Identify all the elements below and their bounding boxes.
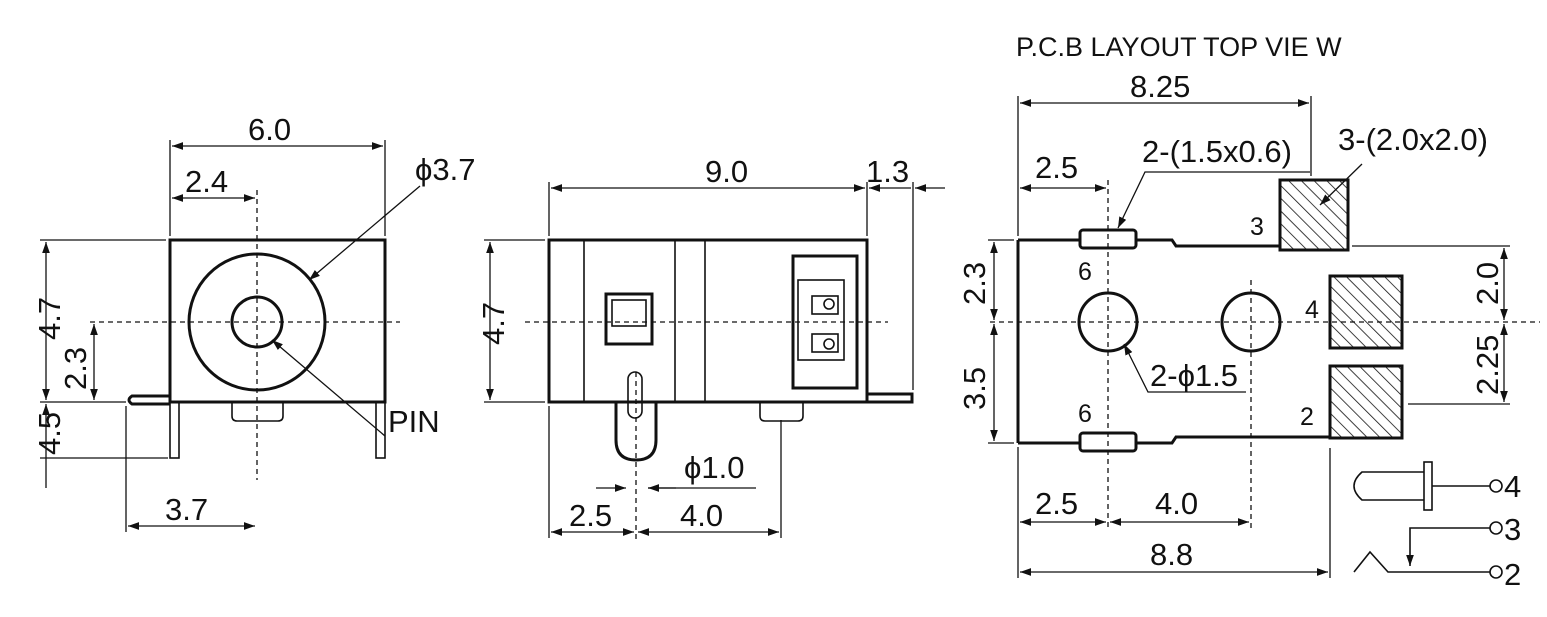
pad-pitch-upper-label: 2.0 — [1470, 262, 1505, 305]
square-pad-2 — [1328, 364, 1404, 440]
pin-2-label: 2 — [1300, 403, 1314, 431]
side-height-label: 4.7 — [476, 302, 511, 345]
pad-pitch-lower-label: 2.25 — [1470, 335, 1505, 395]
hole-diameter-label: 2-ϕ1.5 — [1150, 358, 1238, 393]
pcb-outline — [1016, 238, 1342, 445]
pin-4-label: 4 — [1305, 296, 1319, 324]
square-pad-4 — [1328, 274, 1404, 350]
front-width-label: 6.0 — [248, 112, 291, 147]
front-center-offset-label: 2.4 — [185, 164, 228, 199]
front-center-height-label: 2.3 — [58, 347, 93, 390]
pin-label: PIN — [388, 404, 440, 439]
hole-spacing-label: 4.0 — [1155, 486, 1198, 521]
upper-height-label: 2.3 — [957, 262, 992, 305]
front-height-label: 4.7 — [32, 297, 67, 340]
lower-height-label: 3.5 — [957, 367, 992, 410]
tab-length-label: 1.3 — [866, 154, 909, 189]
pin-length-label: 4.5 — [32, 412, 67, 455]
terminal-3-label: 3 — [1504, 512, 1521, 547]
pcb-layout-view: P.C.B LAYOUT TOP VIE W 8.25 2.5 2-(1 — [957, 32, 1540, 578]
front-view: 6.0 2.4 ϕ3.7 PIN 4.7 2.3 4.5 3.7 — [32, 112, 475, 532]
pin-6-top-label: 6 — [1078, 258, 1092, 286]
square-pad-3 — [1278, 178, 1350, 252]
pin-diameter-label: ϕ1.0 — [684, 450, 744, 485]
jack-schematic-symbol: 4 3 2 — [1353, 461, 1521, 592]
hole-offset-top-label: 2.5 — [1035, 150, 1078, 185]
terminal-4-label: 4 — [1504, 469, 1521, 504]
side-length-label: 9.0 — [705, 154, 748, 189]
pin-position-label: 2.5 — [569, 498, 612, 533]
slot-pads-label: 2-(1.5x0.6) — [1142, 134, 1292, 169]
pcb-layout-title: P.C.B LAYOUT TOP VIE W — [1016, 32, 1342, 62]
terminal-2-label: 2 — [1504, 557, 1521, 592]
pin-offset-label: 3.7 — [165, 492, 208, 527]
pin-spacing-label: 4.0 — [680, 498, 723, 533]
square-pads-label: 3-(2.0x2.0) — [1338, 122, 1488, 157]
side-body — [547, 238, 914, 462]
pin-6-bottom-label: 6 — [1078, 400, 1092, 428]
pcb-overall-bottom-label: 8.8 — [1150, 537, 1193, 572]
hole-offset-bottom-label: 2.5 — [1035, 486, 1078, 521]
pcb-overall-top-label: 8.25 — [1130, 69, 1190, 104]
pin-3-label: 3 — [1250, 213, 1264, 241]
jack-diameter-label: ϕ3.7 — [415, 152, 475, 187]
side-view: 9.0 1.3 4.7 ϕ1.0 2.5 4.0 — [476, 154, 945, 540]
